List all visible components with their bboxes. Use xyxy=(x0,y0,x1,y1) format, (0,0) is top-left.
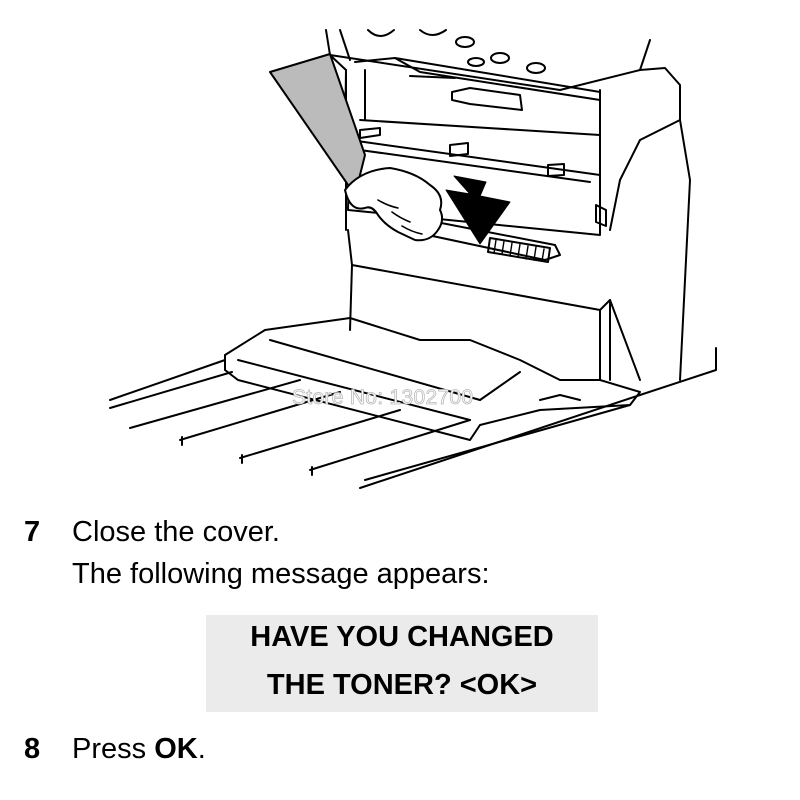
lcd-message-line-1: HAVE YOU CHANGED xyxy=(250,621,554,653)
step-7: 7 Close the cover. xyxy=(24,512,280,552)
step-7-subtext: The following message appears: xyxy=(72,558,490,590)
step-number: 8 xyxy=(24,733,41,765)
ok-key-label: OK xyxy=(154,733,198,765)
step-text: Close the cover. xyxy=(72,516,280,548)
step-8: 8 Press OK. xyxy=(24,729,206,769)
printer-illustration xyxy=(109,29,717,489)
lcd-message-box: HAVE YOU CHANGED THE TONER? <OK> xyxy=(206,615,598,712)
watermark: Store No: 1302700 xyxy=(292,386,474,410)
step-text-prefix: Press xyxy=(72,733,155,765)
down-arrow-icon xyxy=(445,175,511,245)
step-text-suffix: . xyxy=(197,733,206,765)
lcd-message-line-2: THE TONER? <OK> xyxy=(266,669,538,701)
step-number: 7 xyxy=(24,516,41,548)
